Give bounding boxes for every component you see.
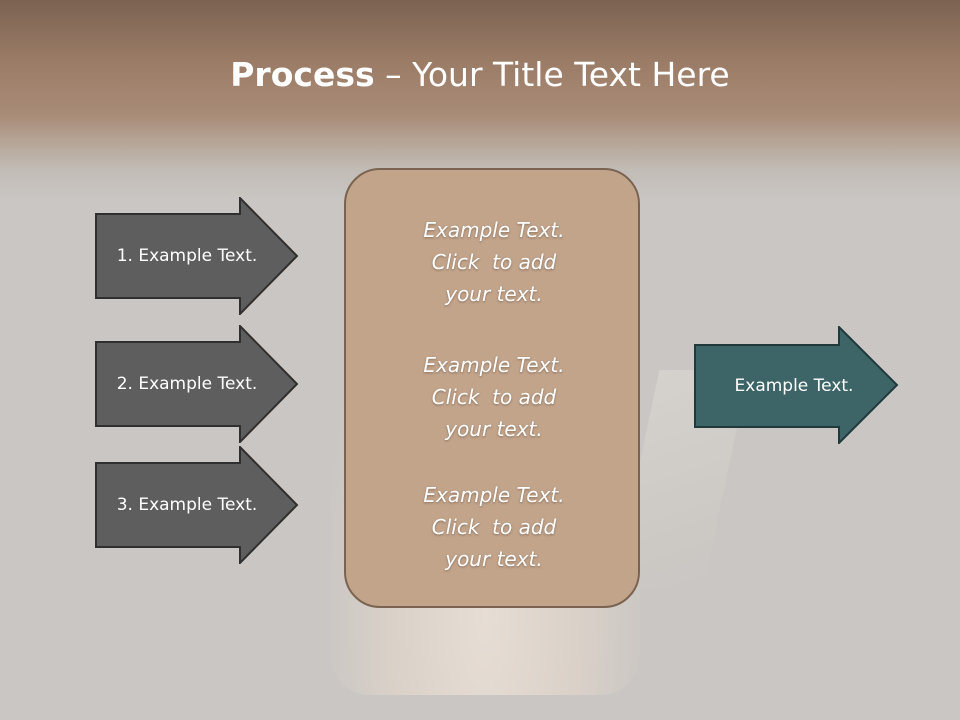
center-text-line: Click to add: [431, 515, 557, 539]
center-content-box[interactable]: Example Text. Click to add your text. Ex…: [344, 168, 640, 608]
right-arrow-label: Example Text.: [734, 376, 854, 396]
center-text-line: your text.: [445, 417, 543, 441]
arrow-right-icon: [694, 326, 899, 444]
title-bold: Process: [230, 55, 375, 94]
left-arrow-1[interactable]: 1. Example Text.: [95, 197, 299, 315]
right-arrow[interactable]: Example Text.: [694, 326, 900, 444]
left-arrow-1-label: 1. Example Text.: [116, 246, 258, 266]
center-text-line: Example Text.: [423, 353, 565, 377]
title-rest: – Your Title Text Here: [374, 55, 730, 94]
center-text-block-2[interactable]: Example Text. Click to add your text.: [346, 349, 642, 445]
slide-title[interactable]: Process – Your Title Text Here: [0, 52, 960, 98]
arrow-right-icon: [95, 446, 299, 564]
left-arrow-3[interactable]: 3. Example Text.: [95, 446, 299, 564]
center-text-line: your text.: [445, 282, 543, 306]
left-arrow-3-label: 3. Example Text.: [116, 495, 258, 515]
arrow-right-icon: [95, 197, 299, 315]
left-arrow-2[interactable]: 2. Example Text.: [95, 325, 299, 443]
left-arrow-2-label: 2. Example Text.: [116, 374, 258, 394]
center-text-line: Example Text.: [423, 218, 565, 242]
center-text-block-1[interactable]: Example Text. Click to add your text.: [346, 214, 642, 310]
center-text-line: Example Text.: [423, 483, 565, 507]
center-text-line: Click to add: [431, 385, 557, 409]
header-gradient-band: [0, 0, 960, 200]
center-text-block-3[interactable]: Example Text. Click to add your text.: [346, 479, 642, 575]
center-text-line: your text.: [445, 547, 543, 571]
arrow-right-icon: [95, 325, 299, 443]
center-text-line: Click to add: [431, 250, 557, 274]
